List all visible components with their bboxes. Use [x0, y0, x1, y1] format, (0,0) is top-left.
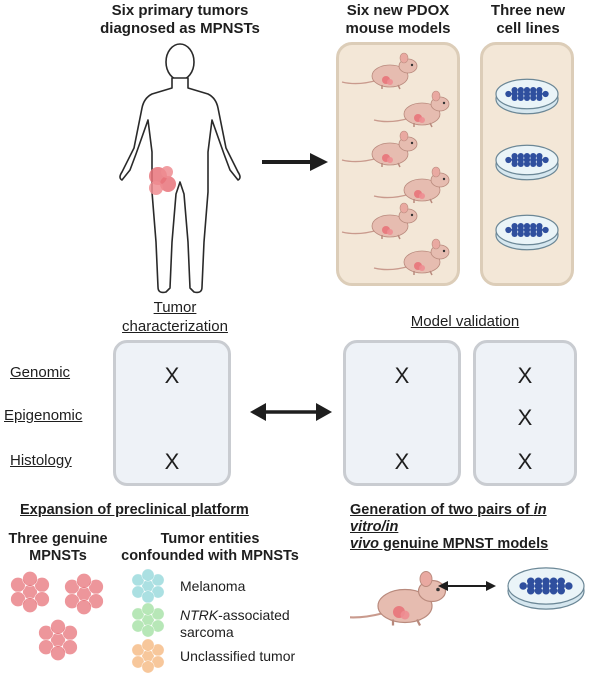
cell-dishes — [495, 78, 559, 251]
legend-melanoma: Melanoma — [180, 578, 246, 594]
mouse-icon — [373, 90, 450, 128]
mouse-icon — [341, 130, 418, 168]
primary-tumor-icon — [149, 166, 176, 195]
tumor-cluster-icon — [64, 573, 104, 615]
row-label-genomic: Genomic — [10, 364, 71, 381]
tumor-characterization-heading: Tumor characterization — [122, 299, 228, 335]
mark-cell-histology: X — [517, 449, 533, 474]
pdox-title: Six new PDOX mouse models — [345, 2, 451, 37]
mark-tumor-histology: X — [164, 449, 180, 474]
paired-models — [350, 567, 585, 627]
tumor-cluster-icon — [38, 619, 78, 661]
mark-tumor-genomic: X — [164, 363, 180, 388]
row-label-epigenomic: Epigenomic — [4, 407, 83, 424]
primary-tumors-title: Six primary tumors diagnosed as MPNSTs — [100, 2, 260, 37]
expansion-title: Expansion of preclinical platform — [20, 502, 249, 518]
legend-icons — [131, 568, 165, 674]
mark-cell-epigenomic: X — [517, 405, 533, 430]
mouse-icon — [373, 166, 450, 204]
tumor-characterization-box — [113, 340, 231, 486]
petri-dish-icon — [507, 567, 585, 610]
pdox-validation-box — [343, 340, 461, 486]
mouse-icon — [373, 238, 450, 276]
double-arrow-icon — [438, 581, 496, 591]
mouse-icon — [350, 571, 447, 627]
row-label-histology: Histology — [10, 452, 72, 469]
genuine-tumor-clusters — [10, 571, 104, 661]
sarcoma-icon — [131, 602, 165, 638]
mark-pdox-histology: X — [394, 449, 410, 474]
legend-unclassified: Unclassified tumor — [180, 648, 296, 664]
petri-dish-icon — [495, 214, 559, 251]
arrow-right-icon — [262, 153, 328, 171]
cell-lines-title: Three new cell lines — [490, 2, 566, 37]
petri-dish-icon — [495, 144, 559, 181]
tumor-cluster-icon — [10, 571, 50, 613]
genuine-mpnst-label: Three genuine MPNSTs — [8, 531, 108, 564]
melanoma-icon — [131, 568, 165, 604]
double-arrow-icon — [250, 403, 332, 421]
petri-dish-icon — [495, 78, 559, 115]
cellline-validation-box — [473, 340, 577, 486]
human-figure-icon — [119, 43, 241, 294]
mouse-icon — [341, 202, 418, 240]
pdox-mice — [341, 52, 450, 276]
model-validation-heading: Model validation — [410, 313, 520, 330]
mark-cell-genomic: X — [517, 363, 533, 388]
tumor-entities-label: Tumor entities confounded with MPNSTs — [121, 531, 299, 564]
unclassified-tumor-icon — [131, 638, 165, 674]
mark-pdox-genomic: X — [394, 363, 410, 388]
mouse-icon — [341, 52, 418, 90]
